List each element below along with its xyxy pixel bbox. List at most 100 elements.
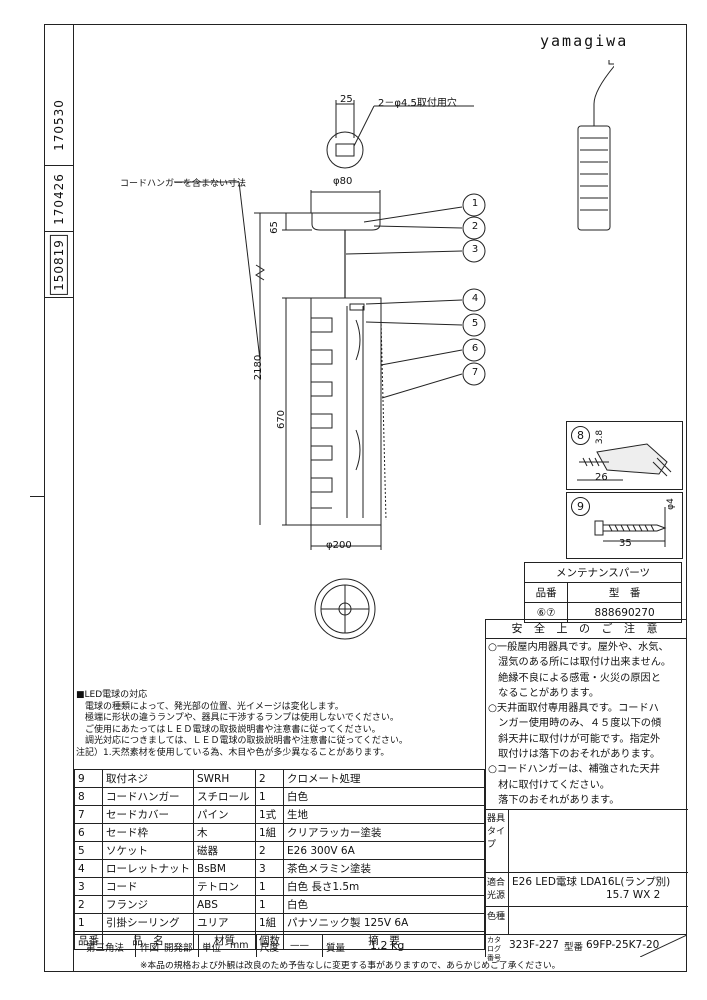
table-cell: 木 (193, 823, 256, 842)
dim-total-height: 2180 (253, 354, 265, 381)
table-cell: ソケット (102, 841, 194, 860)
safety-line: ○一般屋内用器具です。屋外や、水気、 (488, 642, 669, 653)
table-cell: 4 (74, 859, 103, 878)
dim-hole-spacing: 25 (340, 94, 353, 105)
safety-line: ○コードハンガーは、補強された天井 (488, 764, 660, 776)
revision-cell: 150819 (44, 232, 74, 298)
model-label: 型番 (564, 942, 584, 953)
shade-bottom-view (314, 578, 376, 640)
callout-7: 7 (471, 367, 479, 378)
table-cell: 品 名 (102, 931, 194, 950)
led-note-line: ご使用にあたってはＬＥＤ電球の取扱説明書や注意書に従ってください。 (76, 724, 381, 735)
table-cell: 1 (255, 877, 284, 896)
detail-8-box: 8 3.8 26 (566, 421, 683, 490)
table-cell: ユリア (193, 913, 256, 932)
callout-5: 5 (471, 318, 479, 329)
dim-canopy-height: 65 (268, 221, 280, 234)
table-cell: 6 (74, 823, 103, 842)
callout-1: 1 (471, 198, 479, 209)
table-cell: 3 (74, 877, 103, 896)
table-cell: 1組 (255, 823, 284, 842)
scale-value: —— (290, 940, 309, 951)
led-note-line: 注記）1.天然素材を使用している為、木目や色が多少異なることがあります。 (76, 747, 390, 758)
table-cell: BsBM (193, 859, 256, 878)
safety-notes: 安 全 上 の ご 注 意 ○一般屋内用器具です。屋外や、水気、 湿気のある所に… (485, 619, 687, 809)
kigu-type-label: 器具タイプ (487, 814, 506, 850)
table-cell: 5 (74, 841, 103, 860)
table-cell: 引掛シーリング (102, 913, 194, 932)
callout-3: 3 (471, 244, 479, 255)
fold-mark (30, 496, 44, 497)
table-cell: セードカバー (102, 805, 194, 824)
table-cell: 8 (74, 787, 103, 806)
dept-label: 開発部 (164, 943, 193, 954)
dim-canopy-dia: φ80 (333, 176, 353, 187)
light-source-label: 適合光源 (487, 878, 506, 901)
led-note-line: 電球の種類によって、発光部の位置、光イメージは変化します。 (76, 701, 344, 712)
safety-line: なることがあります。 (488, 687, 600, 699)
revision-number: 170426 (52, 172, 66, 225)
detail-9-length: 35 (619, 538, 632, 549)
canopy-top-view (326, 131, 364, 169)
table-cell: コード (102, 877, 194, 896)
table-cell: 白色 (283, 895, 485, 914)
color-label: 色種 (487, 912, 506, 922)
brand-logo: yamagiwa (540, 32, 629, 50)
note-cord-hanger: コードハンガーを含まない寸法 (120, 179, 247, 189)
unit-label: 単位 (202, 943, 222, 954)
table-cell: 1 (255, 895, 284, 914)
callout-4: 4 (471, 293, 479, 304)
safety-title: 安 全 上 の ご 注 意 (486, 620, 687, 639)
technical-drawing (174, 60, 614, 640)
table-cell: パナソニック製 125V 6A (283, 913, 485, 932)
table-cell: ABS (193, 895, 256, 914)
table-cell: フランジ (102, 895, 194, 914)
table-cell: 1 (74, 913, 103, 932)
revision-column: 170530 170426 150819 (44, 24, 74, 972)
shade-slats (311, 317, 333, 509)
table-cell: 摘 要 (283, 931, 485, 950)
title-block: 第三角法 作図 開発部 単位 mm 尺度 —— 質量 1.2 kg カタログ番号… (74, 934, 687, 962)
table-cell: E26 300V 6A (283, 841, 485, 860)
table-cell: 2 (255, 841, 284, 860)
safety-line: 落下のおそれがあります。 (488, 794, 620, 806)
dim-hole-spec: 2－φ4.5取付用穴 (378, 98, 457, 109)
detail-9-label: 9 (571, 497, 590, 516)
table-cell: 1組 (255, 913, 284, 932)
table-cell: 生地 (283, 805, 485, 824)
table-cell: 1式 (255, 805, 284, 824)
safety-line: 湿気のある所には取付け出来ません。 (488, 657, 672, 669)
catalog-number: 323F-227 (509, 939, 559, 951)
table-cell: 白色 長さ1.5m (283, 877, 485, 896)
footer-note: ※本品の規格および外観は改良のため予告なしに変更する事がありますので、あらかじめ… (140, 961, 561, 971)
table-cell: 7 (74, 805, 103, 824)
detail-9-dia: φ4 (665, 498, 676, 510)
product-thumbnail (577, 60, 614, 231)
table-cell: 3 (255, 859, 284, 878)
detail-8-dim-a: 3.8 (595, 429, 606, 445)
light-source-value: E26 LED電球 LDA16L(ランプ別) (512, 876, 671, 888)
model-number: 69FP-25K7-20 (586, 939, 660, 951)
table-cell: パイン (193, 805, 256, 824)
table-cell: ローレットナット (102, 859, 194, 878)
canopy-shape (311, 212, 381, 231)
projection-label: 第三角法 (86, 943, 125, 954)
detail-8-dim-b: 26 (595, 472, 608, 483)
revision-cell: 170426 (44, 166, 74, 232)
drawn-label: 作図 (140, 943, 160, 954)
maintenance-col-part: 品番 (523, 582, 569, 603)
detail-9-box: 9 φ4 35 (566, 492, 683, 559)
callout-2: 2 (471, 221, 479, 232)
dim-shade-height: 670 (276, 409, 288, 430)
safety-line: 絶縁不良による感電・火災の原因と (488, 672, 661, 684)
revision-number-current: 150819 (50, 234, 68, 295)
table-cell: 品番 (74, 931, 103, 950)
